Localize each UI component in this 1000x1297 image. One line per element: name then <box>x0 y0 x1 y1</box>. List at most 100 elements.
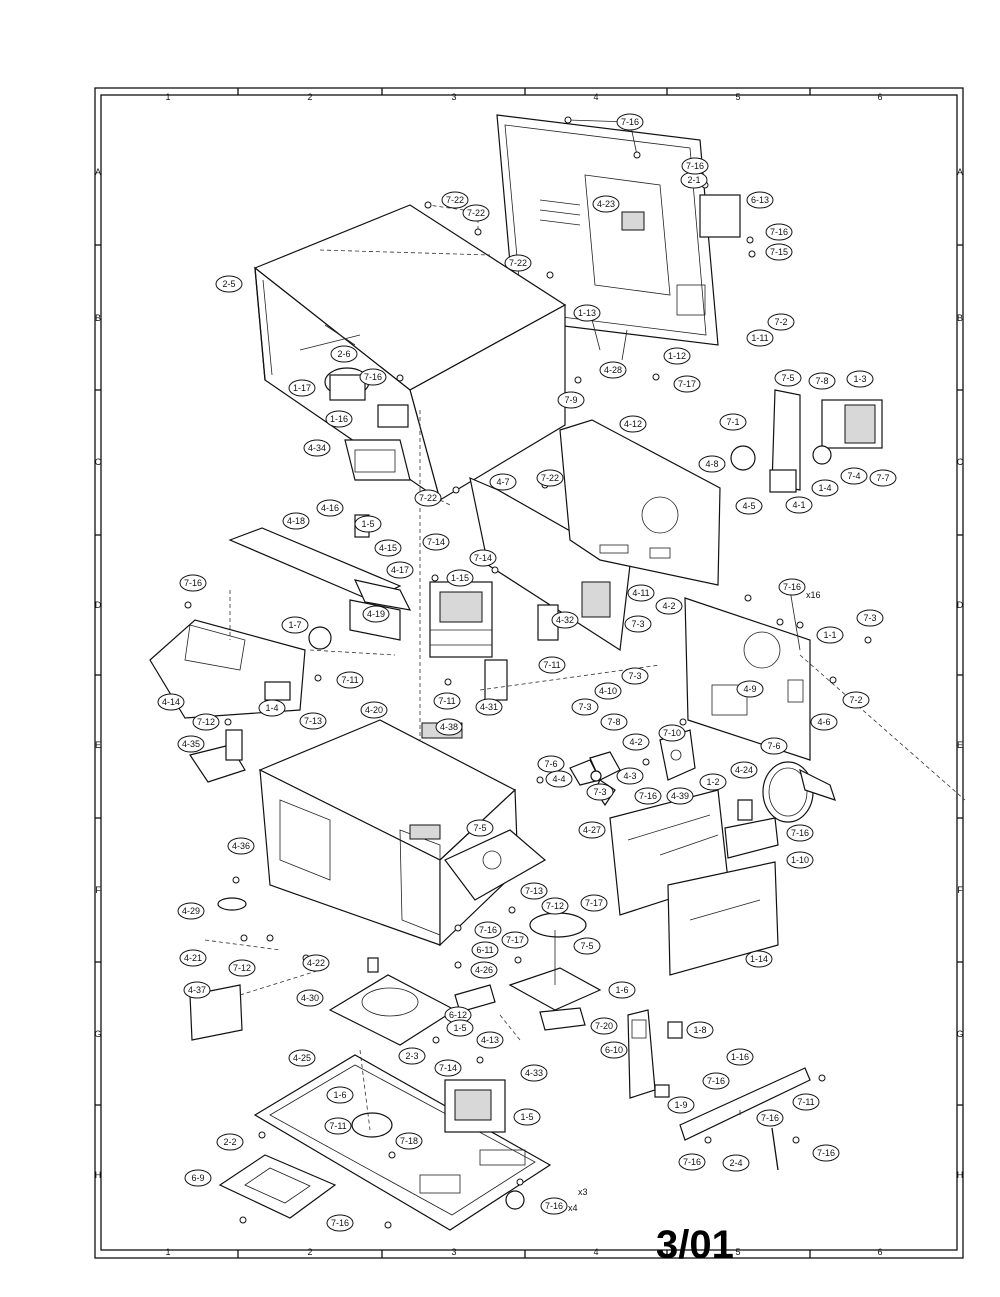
part-callout: 4-10 <box>594 682 622 700</box>
callout-label: 7-22 <box>467 208 485 218</box>
part-callout: 4-29 <box>177 902 205 920</box>
callout-label: 4-1 <box>792 500 805 510</box>
part-callout: 1-15 <box>446 569 474 587</box>
callout-label: 7-11 <box>329 1121 346 1131</box>
callout-label: 4-34 <box>308 443 326 453</box>
callout-label: 1-15 <box>451 573 469 583</box>
callout-label: 7-3 <box>628 671 641 681</box>
callout-label: 4-4 <box>552 774 565 784</box>
column-label: 1 <box>165 92 170 102</box>
callout-label: 7-17 <box>506 935 524 945</box>
callout-label: 7-3 <box>578 702 591 712</box>
part-callout: 7-16 <box>326 1214 354 1232</box>
part-callout: 7-11 <box>792 1093 820 1111</box>
part-callout: 7-13 <box>299 712 327 730</box>
part-callout: 7-11 <box>336 671 364 689</box>
callout-label: 7-16 <box>479 925 497 935</box>
callout-label: 4-8 <box>705 459 718 469</box>
part-callout: 7-2 <box>842 691 870 709</box>
row-label: D <box>957 600 964 610</box>
callout-label: 4-29 <box>182 906 200 916</box>
part-callout: 7-22 <box>414 489 442 507</box>
callout-label: 1-14 <box>750 954 768 964</box>
callout-label: 7-16 <box>545 1201 563 1211</box>
part-callout: 1-4 <box>811 479 839 497</box>
part-callout: 4-25 <box>288 1049 316 1067</box>
part-callout: 2-3 <box>398 1047 426 1065</box>
bottom-cover <box>218 1154 337 1219</box>
callout-label: 4-10 <box>599 686 617 696</box>
row-label: H <box>95 1170 102 1180</box>
callout-label: 4-33 <box>525 1068 543 1078</box>
callout-label: 4-26 <box>475 965 493 975</box>
column-label: 6 <box>877 1247 882 1257</box>
row-label: B <box>95 313 101 323</box>
callout-label: 2-5 <box>222 279 235 289</box>
column-label: 3 <box>451 1247 456 1257</box>
part-callout: 1-6 <box>608 981 636 999</box>
part-callout: 4-27 <box>578 821 606 839</box>
page-label: 3/01 <box>656 1223 734 1267</box>
part-callout: 4-15 <box>374 539 402 557</box>
part-callout: 7-3 <box>624 615 652 633</box>
right-bracket <box>730 389 883 493</box>
part-callout: 4-30 <box>296 989 324 1007</box>
callout-label: 4-20 <box>365 705 383 715</box>
callout-label: 4-36 <box>232 841 250 851</box>
callout-label: 6-13 <box>751 195 769 205</box>
callout-label: 4-3 <box>623 771 636 781</box>
callout-label: 2-6 <box>337 349 350 359</box>
callout-label: 6-9 <box>191 1173 204 1183</box>
column-label: 5 <box>735 92 740 102</box>
callout-label: 7-11 <box>543 660 560 670</box>
callout-label: 7-12 <box>197 717 215 727</box>
stirrer-assembly <box>508 912 602 1031</box>
callout-label: 4-11 <box>632 588 649 598</box>
part-callout: 7-22 <box>462 204 490 222</box>
callout-label: 7-7 <box>876 473 889 483</box>
row-label: F <box>957 885 963 895</box>
part-callout: 4-6 <box>810 713 838 731</box>
column-label: 6 <box>877 92 882 102</box>
callout-label: 4-5 <box>742 501 755 511</box>
part-callout: 7-10 <box>658 724 686 742</box>
callout-label: 1-16 <box>731 1052 749 1062</box>
callout-label: 1-5 <box>520 1112 533 1122</box>
callout-label: 7-1 <box>726 417 739 427</box>
callout-label: 2-2 <box>223 1137 236 1147</box>
part-callout: 4-2 <box>655 597 683 615</box>
callout-label: 7-14 <box>439 1063 457 1073</box>
part-callout: 4-3 <box>616 767 644 785</box>
callout-label: 1-10 <box>791 855 809 865</box>
callout-label: 1-16 <box>330 414 348 424</box>
callout-label: 7-6 <box>767 741 780 751</box>
callout-label: 7-22 <box>419 493 437 503</box>
part-callout: 4-22 <box>302 954 330 972</box>
callout-label: 4-13 <box>481 1035 499 1045</box>
callout-label: 7-5 <box>580 941 593 951</box>
callout-label: 7-6 <box>544 759 557 769</box>
door-bracket <box>679 1067 811 1171</box>
callout-label: 4-35 <box>182 739 200 749</box>
column-label: 2 <box>307 1247 312 1257</box>
part-callout: 7-14 <box>434 1059 462 1077</box>
part-callout: 7-16 <box>474 921 502 939</box>
part-callout: 7-13 <box>520 882 548 900</box>
part-callout: 7-6 <box>760 737 788 755</box>
part-callout: 7-18 <box>395 1132 423 1150</box>
callout-label: 7-8 <box>815 376 828 386</box>
callout-label: 2-3 <box>405 1051 418 1061</box>
leader-lines <box>204 119 966 1131</box>
callout-label: 7-16 <box>184 578 202 588</box>
callout-label: 1-1 <box>823 630 836 640</box>
callout-label: 7-12 <box>546 901 564 911</box>
part-callout: 4-26 <box>470 961 498 979</box>
callout-label: 7-16 <box>686 161 704 171</box>
callout-label: 4-2 <box>662 601 675 611</box>
callout-label: 7-18 <box>400 1136 418 1146</box>
callout-label: 7-8 <box>607 717 620 727</box>
part-callout: 7-16 <box>756 1109 784 1127</box>
